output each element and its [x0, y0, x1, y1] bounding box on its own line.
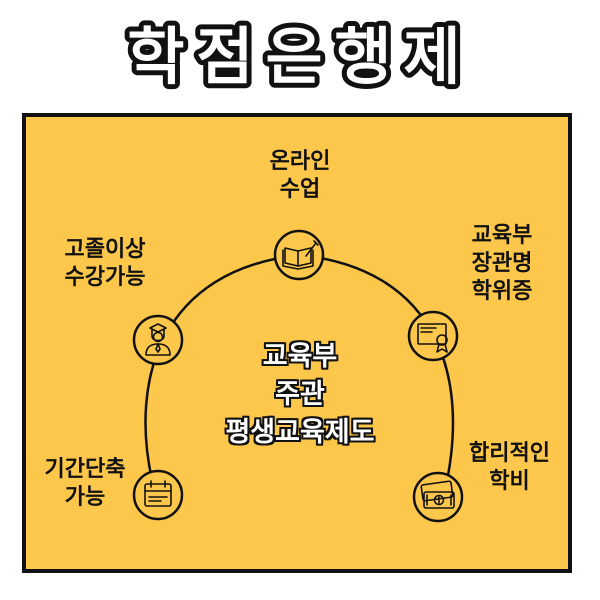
node-online	[273, 229, 325, 281]
diagram-panel	[22, 113, 572, 573]
certificate-icon	[417, 323, 448, 353]
node-highschool-label: 고졸이상 수강가능	[64, 237, 146, 290]
node-degree	[407, 310, 459, 362]
node-highschool	[132, 314, 184, 366]
node-fee	[412, 471, 464, 523]
node-online-label: 온라인 수업	[269, 149, 331, 202]
page-title: 학점은행제	[0, 6, 600, 102]
node-shorten-label: 기간단축 가능	[44, 457, 126, 510]
node-degree-label: 교육부 장관명 학위증	[471, 223, 533, 304]
calendar-icon	[144, 480, 172, 507]
node-shorten	[132, 469, 184, 521]
book-pen-icon	[282, 240, 319, 270]
node-fee-label: 합리적인 학비	[469, 441, 550, 494]
center-caption: 교육부 주관 평생교육제도	[225, 341, 375, 448]
graduate-person-icon	[145, 323, 171, 356]
page-title-text: 학점은행제	[127, 20, 472, 93]
money-icon	[420, 480, 455, 509]
